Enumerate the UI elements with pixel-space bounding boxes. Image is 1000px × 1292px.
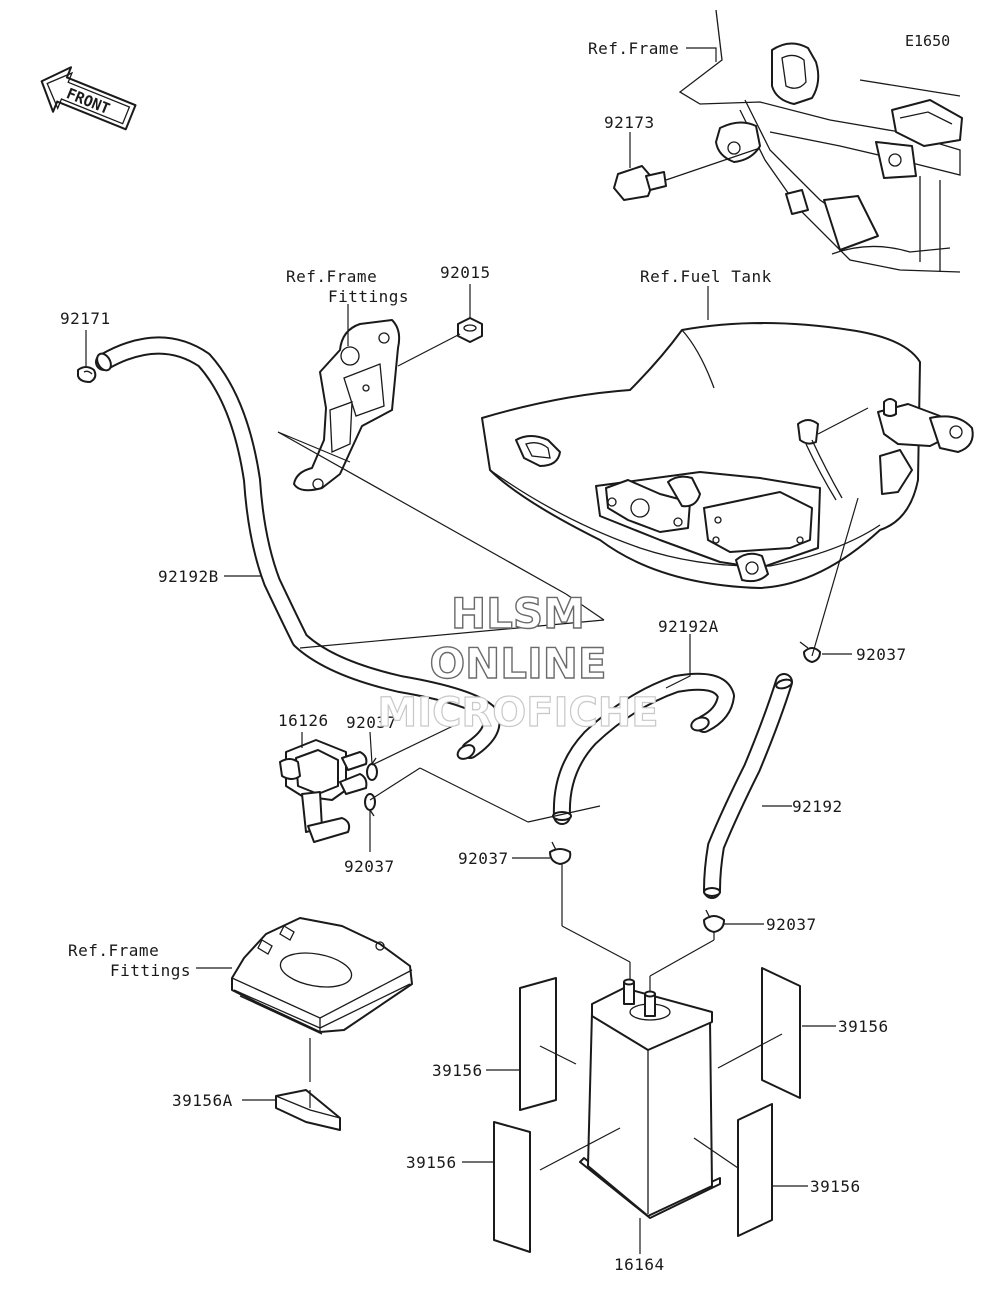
pad-39156-c [493,1121,621,1253]
hose-92192B [95,336,501,760]
clip-92171 [77,366,97,383]
frame-ref-drawing [678,9,963,273]
part-label-92171: 92171 [60,309,111,328]
pad-39156-b [717,967,801,1099]
part-label-39156-c: 39156 [406,1153,457,1172]
part-label-92192B: 92192B [158,567,219,586]
frame-fittings-bracket [293,319,401,492]
part-label-92192: 92192 [792,797,843,816]
clip-92037-e [703,909,725,933]
clip-92037-d [549,841,572,865]
nut-92015 [397,317,483,367]
valve-16126 [279,739,368,843]
clip-92037-c [799,641,821,663]
ref-frame-top-label: Ref.Frame [588,39,679,58]
ref-frame-fittings-2-line1: Ref.Frame [68,941,159,960]
label-leaders [85,47,852,1254]
frame-fittings-tray [231,917,413,1131]
part-label-39156-a: 39156 [432,1061,483,1080]
ref-frame-fittings-1-line2: Fittings [328,287,409,306]
watermark-line1: HLSM [451,589,585,638]
hose-92192 [703,673,793,899]
part-label-39156-d: 39156 [810,1177,861,1196]
front-arrow-icon: FRONT [40,66,137,131]
watermark-line2: ONLINE [429,639,606,688]
part-label-92037-b: 92037 [344,857,395,876]
part-label-92037-a: 92037 [346,713,397,732]
ref-fuel-tank-label: Ref.Fuel Tank [640,267,772,286]
part-label-92173: 92173 [604,113,655,132]
part-label-92015: 92015 [440,263,491,282]
canister-16164 [579,978,721,1219]
part-label-92192A: 92192A [658,617,719,636]
pad-39156-a [519,977,577,1111]
watermark: HLSM ONLINE MICROFICHE [377,588,659,736]
connection-lines [277,431,859,994]
part-label-92037-c: 92037 [856,645,907,664]
part-labels: Ref.Frame 92173 Ref.Frame Fittings 92015… [60,39,907,1274]
part-label-16164: 16164 [614,1255,665,1274]
hose-92192A [552,672,735,825]
part-label-16126: 16126 [278,711,329,730]
fuel-tank-ref-drawing [481,322,974,589]
part-label-39156-b: 39156 [838,1017,889,1036]
ref-frame-fittings-2-line2: Fittings [110,961,191,980]
pad-39156-d [693,1103,773,1237]
watermark-line3: MICROFICHE [377,690,658,736]
part-label-92037-e: 92037 [766,915,817,934]
bolt-92173 [613,147,761,201]
part-label-92037-d: 92037 [458,849,509,868]
diagram-code: E1650 [905,32,950,50]
part-label-39156A: 39156A [172,1091,233,1110]
ref-frame-fittings-1-line1: Ref.Frame [286,267,377,286]
